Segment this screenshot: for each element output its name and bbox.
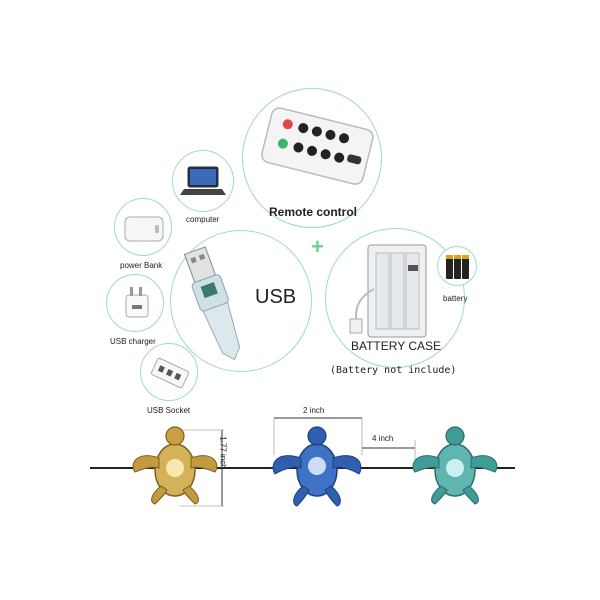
battery-note: (Battery not include)	[330, 365, 457, 376]
laptop-icon	[180, 166, 226, 195]
height-dimension-label: 1.77 inch	[218, 436, 228, 469]
turtle-teal	[412, 426, 498, 505]
usb-charger-icon	[125, 287, 149, 318]
computer-label: computer	[186, 215, 220, 224]
power-bank-circle	[114, 198, 172, 256]
battery-case-label: BATTERY CASE	[350, 339, 442, 353]
computer-circle	[172, 150, 234, 212]
usb-socket-label: USB Socket	[147, 406, 191, 415]
battery-icon	[446, 255, 469, 279]
usb-charger-circle	[106, 274, 164, 332]
turtle-string-lights	[90, 417, 515, 507]
battery-case-image	[349, 244, 427, 338]
remote-control-image	[261, 107, 374, 185]
width-dimension-label: 2 inch	[303, 406, 325, 415]
usb-socket-icon	[150, 357, 190, 389]
usb-plug-image	[183, 246, 241, 361]
usb-socket-circle	[140, 343, 198, 401]
power-bank-label: power Bank	[120, 261, 163, 270]
remote-control-label: Remote control	[268, 205, 357, 219]
battery-circle	[437, 246, 477, 286]
plus-sign: +	[311, 234, 324, 259]
power-bank-icon	[124, 216, 164, 242]
usb-circle: USB	[170, 230, 312, 372]
usb-label: USB	[255, 286, 297, 308]
turtle-gold	[132, 426, 218, 505]
battery-label: battery	[443, 294, 468, 303]
remote-control-circle: Remote control	[242, 88, 382, 228]
spacing-dimension-label: 4 inch	[372, 434, 394, 443]
turtle-blue	[272, 426, 362, 507]
usb-charger-label: USB charger	[110, 337, 156, 346]
